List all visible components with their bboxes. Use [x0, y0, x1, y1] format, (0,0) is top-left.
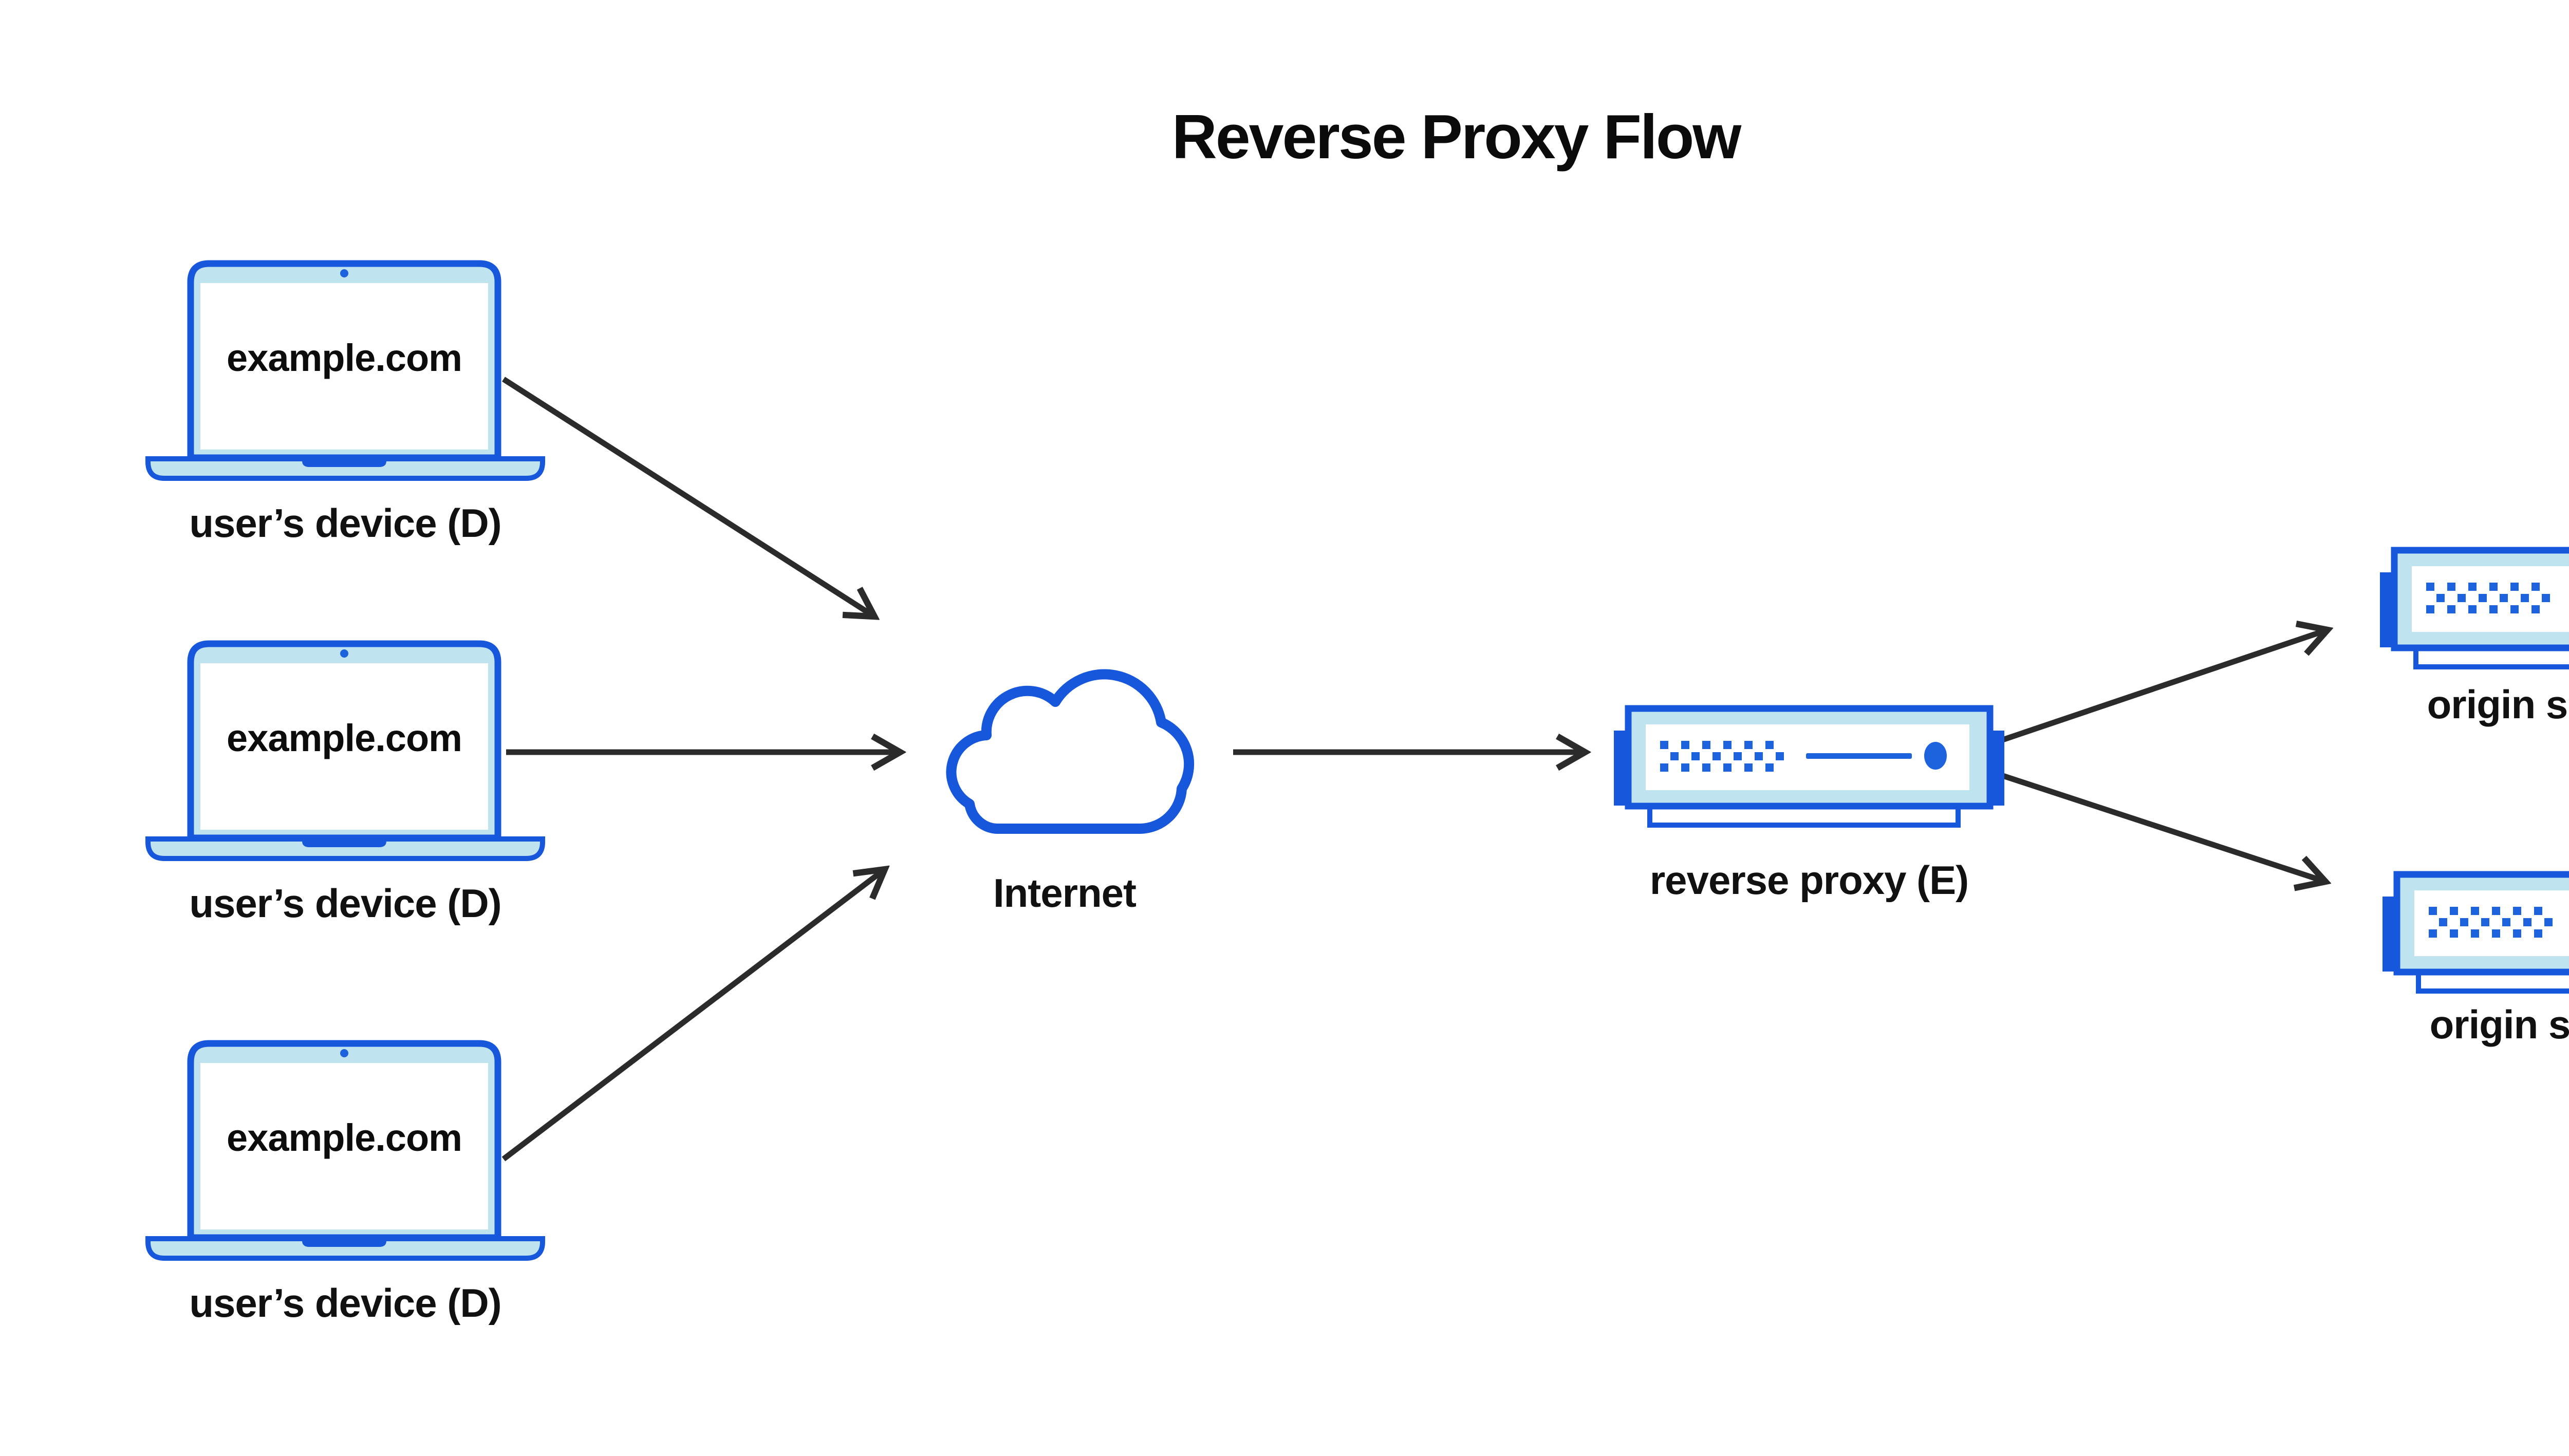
reverse-proxy-node: reverse proxy (E) [1614, 705, 2004, 910]
server-icon [2380, 547, 2569, 675]
user-device-3: example.com user’s device (D) [145, 1039, 546, 1337]
device-screen-url: example.com [227, 717, 462, 759]
user-device-1: example.com user’s device (D) [145, 259, 546, 557]
server-icon [2382, 871, 2569, 999]
device-screen-url: example.com [227, 337, 462, 379]
device-screen-url: example.com [227, 1116, 462, 1159]
device-label: user’s device (D) [189, 1280, 501, 1326]
arrow-proxy-to-origin1 [1993, 630, 2328, 746]
user-device-2: example.com user’s device (D) [145, 640, 546, 938]
arrow-device1-to-internet [502, 377, 874, 617]
origin-server-label: origin server (F) [2429, 1002, 2569, 1047]
internet-label: Internet [993, 870, 1137, 916]
diagram-title: Reverse Proxy Flow [1171, 102, 1742, 172]
origin-server-label: origin server (F) [2427, 682, 2569, 727]
device-label: user’s device (D) [189, 881, 501, 926]
device-label: user’s device (D) [189, 500, 501, 546]
cloud-icon [921, 654, 1208, 834]
origin-server-2: origin server (F) [2382, 871, 2569, 1076]
arrow-proxy-to-origin2 [1993, 770, 2325, 882]
origin-server-1: origin server (F) [2380, 547, 2569, 752]
internet-node: Internet [921, 654, 1208, 942]
arrow-device3-to-internet [501, 869, 885, 1162]
reverse-proxy-label: reverse proxy (E) [1649, 857, 1969, 903]
server-icon [1614, 705, 2004, 833]
